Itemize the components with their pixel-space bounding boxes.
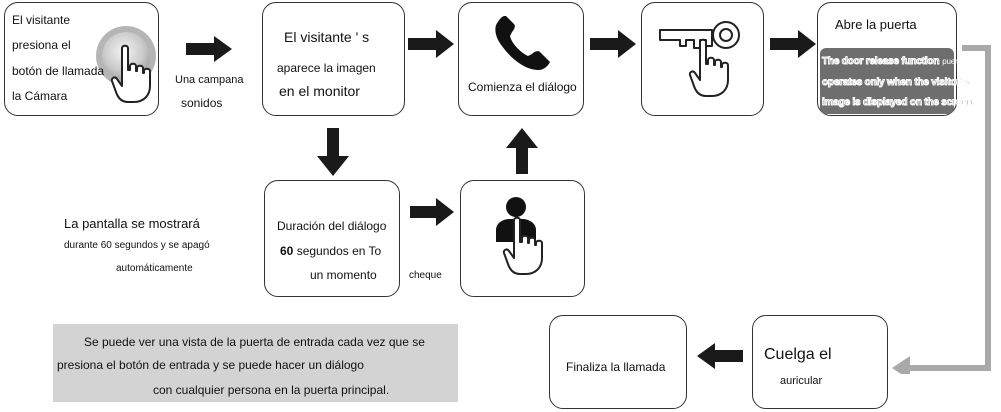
step1-text-line3: botón de llamada [12,64,105,78]
hangup-text-line2: auricular [780,375,823,387]
phone-handset-icon [492,16,556,72]
arrow-right-1 [186,36,232,62]
note-text-line1: Se puede ver una vista de la puerta de e… [84,335,425,349]
step-dialog-duration [264,180,400,297]
end-call-text: Finaliza la llamada [566,360,666,374]
step2-text-line2: aparece la imagen [277,61,376,75]
step-hang-up [752,315,888,409]
bell-text-line2: sonidos [181,96,223,110]
entrance-view-note [53,324,458,402]
step1-text-line4: la Cámara [12,89,68,103]
duration-seconds-value: 60 [280,244,294,258]
panel-text-line2: operates only when the visitor' s [821,77,971,89]
note-text-line3: con cualquier persona en la puerta princ… [153,383,390,397]
display-text-line1: La pantalla se mostrará [64,216,200,231]
bell-text-line1: Una campana [175,74,244,86]
duration-text-line1: Duración del diálogo [277,219,387,233]
door-release-info-panel [820,48,954,114]
arrow-up [506,128,538,174]
pointing-hand-icon [110,44,154,104]
display-text-line2: durante 60 segundos y se apagó [64,240,210,251]
panel-text-line1-suffix: puerta [942,57,964,66]
step-end-call [549,315,687,409]
step-image-on-monitor [262,2,405,116]
step2-text-line1: El visitante ' s [284,29,370,45]
panel-text-line3: image is displayed on the screen [821,97,973,109]
hangup-text-line1: Cuelga el [764,346,832,363]
arrow-left [697,343,743,369]
arrow-right-4 [770,30,816,58]
arrow-down [317,128,349,176]
duration-text-line2-rest: segundos en To [293,244,382,258]
step1-text-line2: presiona el [12,38,71,52]
arrow-right-5 [410,198,454,226]
arrow-right-3 [590,30,636,58]
display-text-line3: automáticamente [116,263,193,274]
duration-text-line3: un momento [310,268,377,282]
step2-text-line3: en el monitor [279,83,360,99]
duration-text-line2: 60 segundos en To [280,243,381,259]
step5-title: Abre la puerta [835,17,917,32]
note-text-line2: presiona el botón de entrada y se puede … [57,358,364,372]
pointing-hand-icon [502,216,546,276]
arrow-right-2 [408,30,454,58]
check-text: cheque [409,270,442,281]
panel-text-line1-main: The door release function [821,56,940,68]
pointing-hand-icon [688,38,732,98]
gray-connector-arrow [892,44,996,374]
step3-text: Comienza el diálogo [468,80,577,94]
step1-text-line1: El visitante [12,13,71,27]
